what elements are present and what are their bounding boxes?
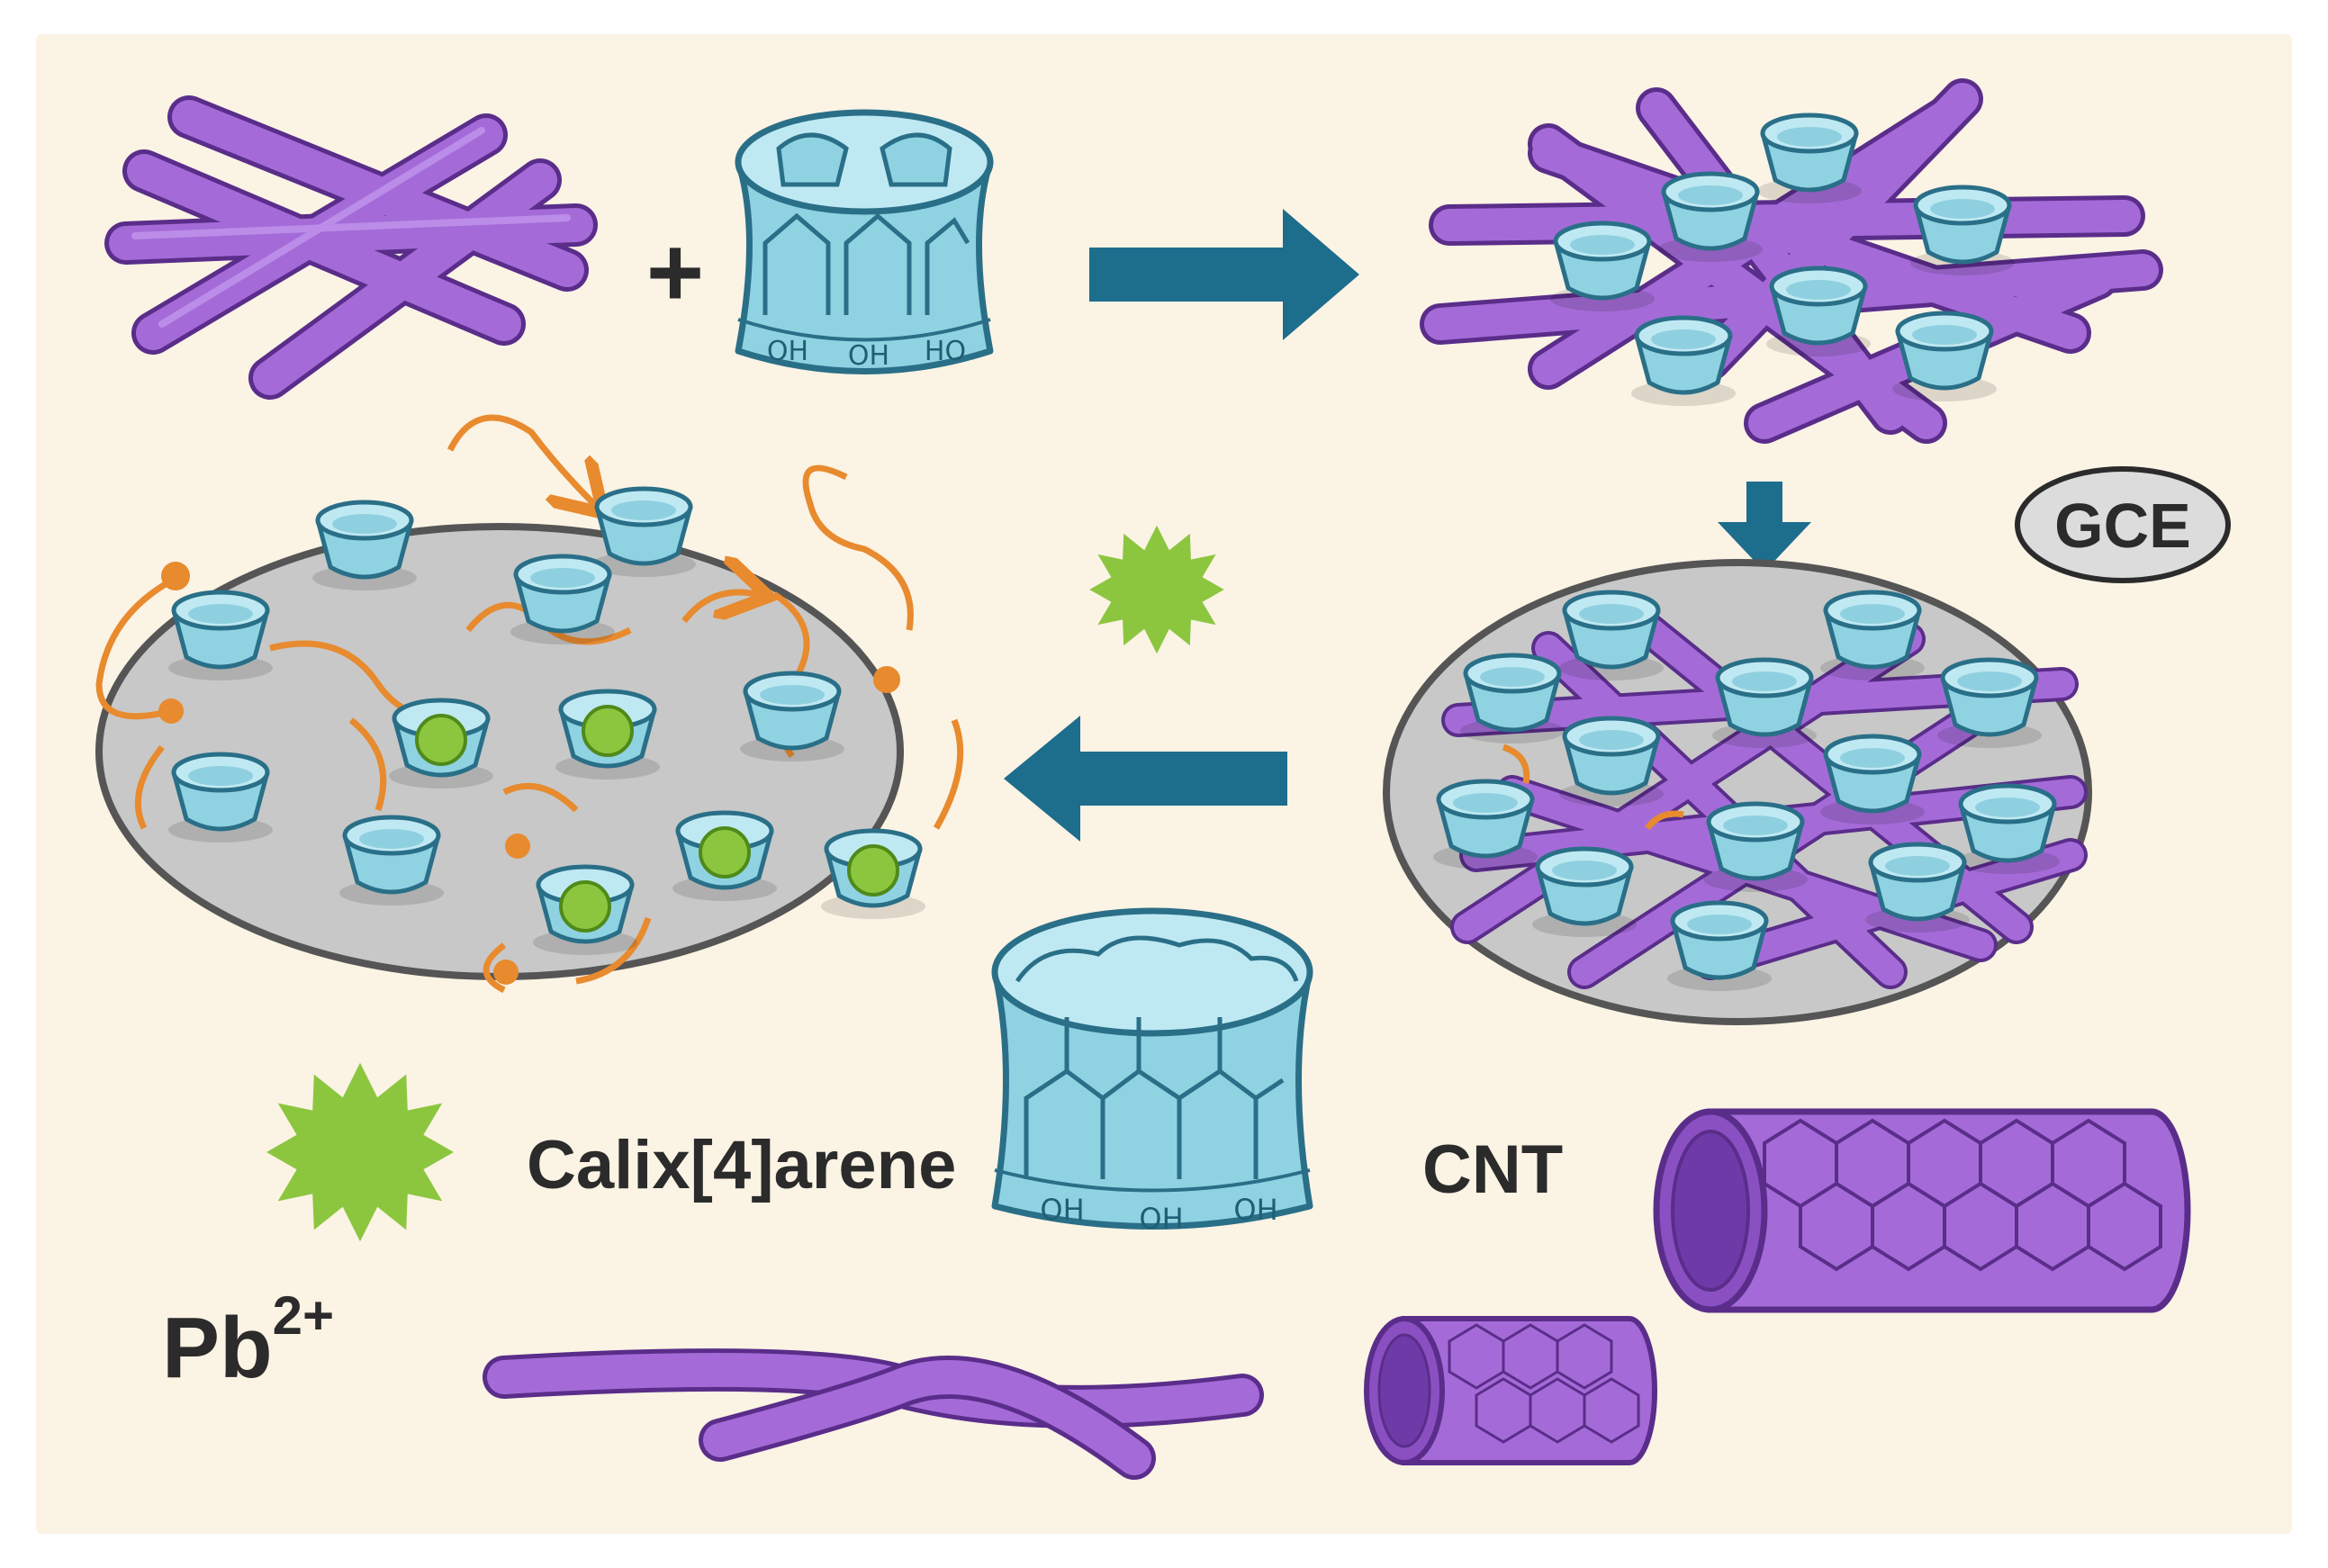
arrow-right: [1089, 209, 1359, 340]
lead-ion-label: Pb2+: [162, 1285, 334, 1396]
gce-label: GCE: [2054, 491, 2191, 561]
arrow-left: [1004, 716, 1287, 842]
cnt-calixarene-network: [1420, 78, 2163, 444]
hydroxyl-label-3: HO: [925, 336, 966, 367]
cnt-bundle: [104, 95, 598, 400]
arrow-down: [1718, 482, 1811, 572]
hydroxyl-label-1: OH: [767, 336, 808, 367]
legend: Calix[4]arene OH OH OH CNT Pb2+: [162, 907, 2191, 1480]
calixarene-label: Calix[4]arene: [527, 1127, 956, 1203]
calixarene-molecule-large: OH OH OH: [991, 907, 1313, 1236]
hydroxyl-label-large-1: OH: [1040, 1193, 1084, 1227]
calixarene-molecule-small: OH OH HO: [735, 109, 994, 374]
gce-badge: GCE: [2015, 466, 2231, 583]
twisted-nanotubes: [483, 1348, 1264, 1480]
cnt-tube-large: [1653, 1108, 2191, 1313]
modified-electrode: [1383, 559, 2092, 1025]
lead-charge: 2+: [273, 1285, 334, 1346]
cnt-label: CNT: [1422, 1131, 1563, 1208]
plus-sign: +: [646, 217, 704, 328]
hydroxyl-label-large-2: OH: [1139, 1202, 1183, 1236]
hydroxyl-label-2: OH: [848, 340, 889, 372]
lead-symbol: Pb: [162, 1300, 273, 1396]
hydroxyl-label-large-3: OH: [1233, 1193, 1277, 1227]
cnt-tube-small: [1364, 1316, 1657, 1465]
lead-sensing-electrode: [95, 414, 964, 994]
